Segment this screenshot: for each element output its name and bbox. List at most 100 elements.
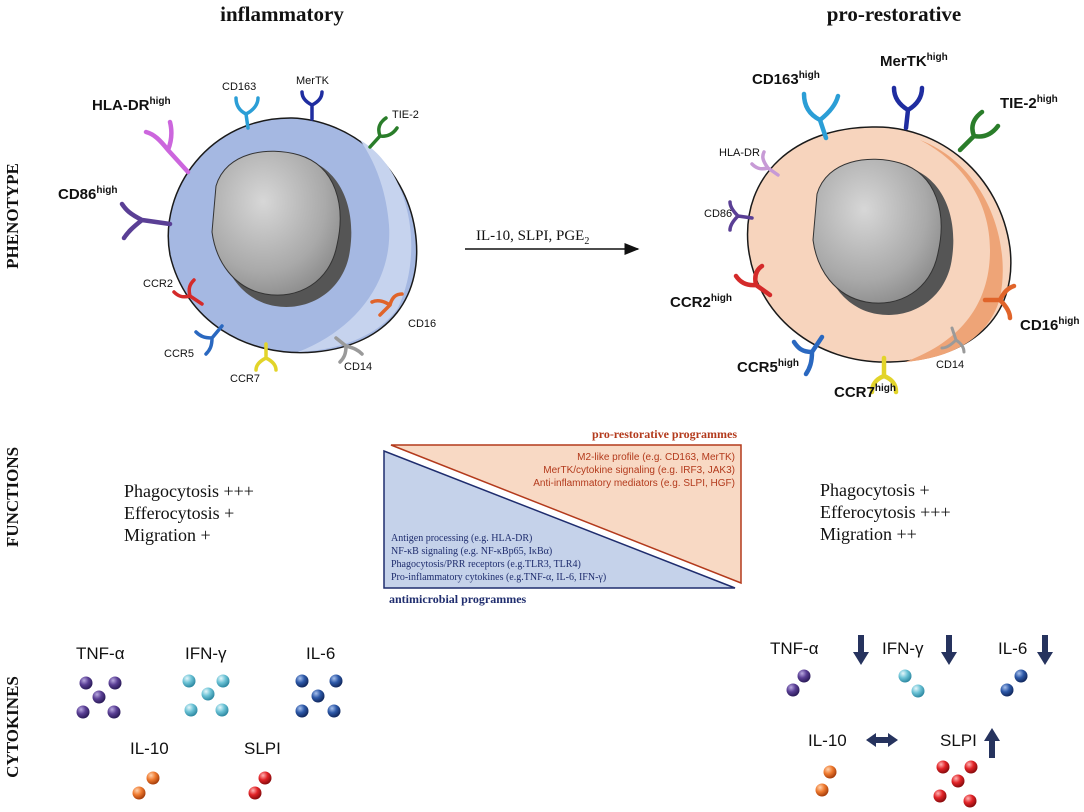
il10-molecule — [132, 786, 146, 800]
right-receptor-mertk — [891, 85, 925, 131]
ifn-molecule — [216, 674, 230, 688]
il10-molecule — [146, 771, 160, 785]
tnf-molecule — [92, 690, 106, 704]
left-label-mertk: MerTK — [296, 75, 330, 87]
right-nucleus — [812, 158, 942, 304]
cytokine-left-il10-label: IL-10 — [130, 739, 169, 758]
cytokine-right-ifn-label: IFN-γ — [882, 639, 924, 658]
il6-molecule — [1014, 669, 1028, 683]
inflammatory-monocyte — [167, 117, 418, 354]
right-label-hla-dr: HLA-DR — [719, 147, 760, 159]
ifn-molecule — [898, 669, 912, 683]
slpi-molecule — [964, 760, 978, 774]
left-nucleus — [211, 150, 341, 296]
tnf-molecule — [76, 705, 90, 719]
left-label-cd163: CD163 — [222, 81, 256, 93]
cytokine-right-slpi-label: SLPI — [940, 731, 977, 750]
ifn-molecule — [911, 684, 925, 698]
programmes-diagram: pro-restorative programmes M2-like profi… — [383, 427, 742, 606]
il10-unchanged-arrow-icon — [866, 733, 898, 747]
tnf-molecule — [786, 683, 800, 697]
arrow-label: IL-10, SLPI, PGE2 — [476, 228, 589, 247]
slpi-molecule — [951, 774, 965, 788]
left-receptor-hla-dr — [143, 119, 191, 175]
row-label-phenotype: PHENOTYPE — [3, 163, 22, 269]
cytokine-left-tnf-label: TNF-α — [76, 644, 125, 663]
left-receptor-cd16 — [370, 292, 404, 317]
restorative-item-2: MerTK/cytokine signaling (e.g. IRF3, JAK… — [543, 465, 735, 476]
right-cell-rim — [905, 140, 1003, 362]
il6-molecule — [311, 689, 325, 703]
slpi-molecule — [258, 771, 272, 785]
pro-restorative-monocyte — [746, 126, 1012, 363]
restorative-item-3: Anti-inflammatory mediators (e.g. SLPI, … — [533, 478, 735, 489]
right-label-cd16: CD16high — [1020, 316, 1079, 334]
cytokine-right-il10-label: IL-10 — [808, 731, 847, 750]
right-receptor-cd163 — [801, 91, 841, 141]
header-inflammatory: inflammatory — [220, 2, 344, 26]
left-label-ccr2: CCR2 — [143, 278, 173, 290]
il10-molecule — [815, 783, 829, 797]
right-receptor-hla-dr — [750, 150, 780, 177]
left-receptor-ccr2 — [172, 278, 204, 306]
cytokines-left: TNF-α IFN-γ IL-6 IL-10 SLPI — [76, 644, 343, 800]
function-left-3: Migration + — [124, 525, 211, 545]
ifn-molecule — [215, 703, 229, 717]
function-left-1: Phagocytosis +++ — [124, 481, 254, 501]
cytokine-right-tnf-label: TNF-α — [770, 639, 819, 658]
function-right-2: Efferocytosis +++ — [820, 502, 951, 522]
right-receptor-ccr7 — [869, 355, 899, 395]
antimicrobial-wedge — [383, 449, 736, 589]
slpi-molecule — [933, 789, 947, 803]
ifn-molecule — [184, 703, 198, 717]
left-receptor-tie2 — [368, 116, 399, 149]
right-label-cd163: CD163high — [752, 70, 820, 88]
antimicrobial-item-3: Phagocytosis/PRR receptors (e.g.TLR3, TL… — [391, 559, 581, 570]
left-receptor-cd163 — [234, 96, 260, 130]
tnf-molecule — [108, 676, 122, 690]
right-label-ccr5: CCR5high — [737, 358, 799, 376]
restorative-wedge — [390, 444, 742, 585]
right-label-ccr7: CCR7high — [834, 383, 896, 401]
left-label-cd16: CD16 — [408, 318, 436, 330]
ifn-molecule — [201, 687, 215, 701]
right-label-mertk: MerTKhigh — [880, 52, 948, 70]
tnf-molecule — [107, 705, 121, 719]
function-left-2: Efferocytosis + — [124, 503, 234, 523]
left-label-cd86: CD86high — [58, 185, 117, 203]
cytokine-left-slpi-label: SLPI — [244, 739, 281, 758]
antimicrobial-title: antimicrobial programmes — [389, 592, 527, 606]
restorative-item-1: M2-like profile (e.g. CD163, MerTK) — [577, 452, 735, 463]
il6-molecule — [329, 674, 343, 688]
restorative-title: pro-restorative programmes — [592, 427, 737, 441]
left-receptor-ccr5 — [194, 324, 224, 356]
right-receptor-ccr5 — [791, 334, 825, 377]
il6-molecule — [1000, 683, 1014, 697]
left-receptor-cd86 — [119, 201, 173, 241]
right-label-cd14: CD14 — [936, 359, 964, 371]
row-label-cytokines: CYTOKINES — [3, 676, 22, 778]
right-receptor-cd14 — [940, 326, 966, 354]
slpi-molecule — [936, 760, 950, 774]
functions-right: Phagocytosis + Efferocytosis +++ Migrati… — [820, 480, 951, 544]
il6-molecule — [295, 674, 309, 688]
ifn-down-arrow-icon — [941, 635, 957, 665]
left-label-cd14: CD14 — [344, 361, 372, 373]
right-receptor-tie2 — [957, 109, 1001, 153]
header-pro-restorative: pro-restorative — [827, 2, 962, 26]
right-label-tie2: TIE-2high — [1000, 94, 1058, 112]
left-label-tie2: TIE-2 — [392, 109, 419, 121]
tnf-down-arrow-icon — [853, 635, 869, 665]
left-label-ccr7: CCR7 — [230, 373, 260, 385]
slpi-up-arrow-icon — [984, 728, 1000, 758]
left-receptor-cd14 — [334, 336, 364, 364]
ifn-molecule — [182, 674, 196, 688]
slpi-molecule — [963, 794, 977, 808]
slpi-molecule — [248, 786, 262, 800]
right-receptor-cd86 — [728, 200, 754, 232]
left-label-ccr5: CCR5 — [164, 348, 194, 360]
il6-molecule — [327, 704, 341, 718]
antimicrobial-item-1: Antigen processing (e.g. HLA-DR) — [391, 533, 532, 544]
